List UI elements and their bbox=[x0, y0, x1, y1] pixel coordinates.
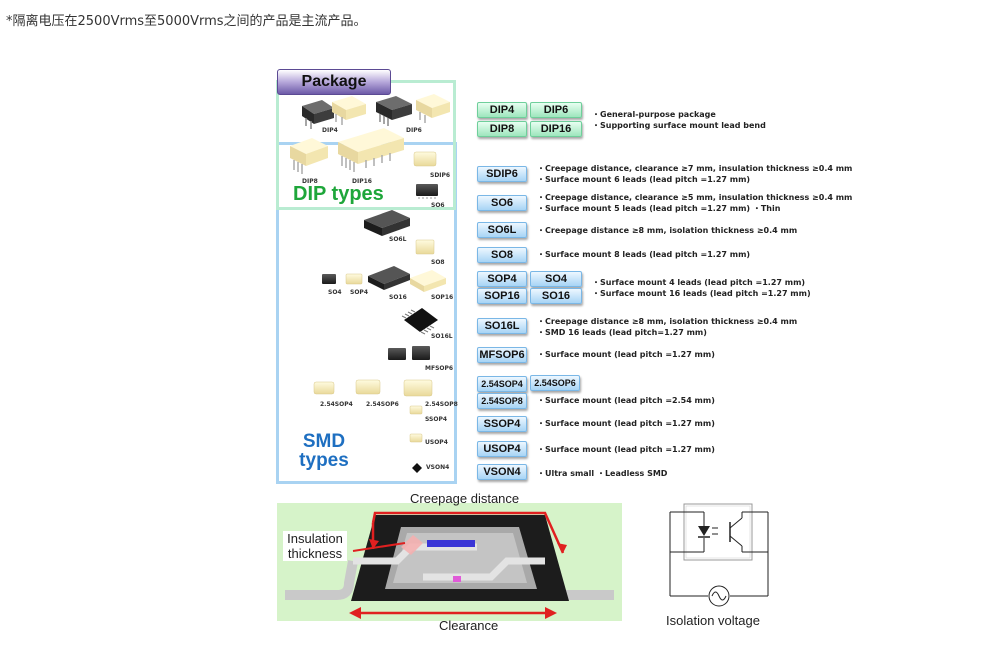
mfsop6-button: MFSOP6 bbox=[477, 347, 527, 363]
chip-illustrations bbox=[290, 94, 450, 473]
254sop4-chip bbox=[313, 381, 335, 395]
sdip6-chip bbox=[413, 151, 437, 167]
so8-label: SO8 bbox=[431, 259, 445, 266]
so6l-desc-1: ・Creepage distance ≥8 mm, isolation thic… bbox=[537, 226, 798, 235]
mfsop6-chip bbox=[388, 346, 430, 360]
creepage-label: Creepage distance bbox=[410, 491, 520, 506]
dip4-cream-chip bbox=[332, 96, 366, 125]
dip16-button: DIP16 bbox=[530, 121, 582, 137]
clearance-label: Clearance bbox=[439, 618, 499, 633]
mfsop6-label: MFSOP6 bbox=[425, 365, 454, 372]
isolation-voltage-label: Isolation voltage bbox=[666, 613, 760, 628]
sop4-chip bbox=[345, 273, 363, 285]
254sop6-chip bbox=[355, 379, 381, 395]
sdip6-desc-1: ・Creepage distance, clearance ≥7 mm, ins… bbox=[537, 164, 853, 173]
254sop6-button: 2.54SOP6 bbox=[530, 375, 580, 391]
so4-button: SO4 bbox=[530, 271, 582, 287]
vson4-button: VSON4 bbox=[477, 464, 527, 480]
sdip6-label: SDIP6 bbox=[430, 172, 451, 179]
isolation-circuit bbox=[669, 503, 769, 607]
so8-button: SO8 bbox=[477, 247, 527, 263]
254sop8-label: 2.54SOP8 bbox=[425, 401, 458, 408]
dip4-chip bbox=[302, 100, 334, 129]
dip16-label: DIP16 bbox=[352, 178, 372, 185]
so16l-label: SO16L bbox=[431, 333, 453, 340]
254sop4-label: 2.54SOP4 bbox=[320, 401, 353, 408]
ssop4-desc-1: ・Surface mount (lead pitch =1.27 mm) bbox=[537, 419, 715, 428]
dip6-label: DIP6 bbox=[406, 127, 422, 134]
so6-button: SO6 bbox=[477, 195, 527, 211]
ssop4-label: SSOP4 bbox=[425, 416, 448, 423]
usop4-button: USOP4 bbox=[477, 441, 527, 457]
vson4-label: VSON4 bbox=[426, 464, 450, 471]
so16l-desc-2: ・SMD 16 leads (lead pitch=1.27 mm) bbox=[537, 328, 707, 337]
so6l-label: SO6L bbox=[389, 236, 407, 243]
usop4-label: USOP4 bbox=[425, 439, 448, 446]
sdip6-button: SDIP6 bbox=[477, 166, 527, 182]
so6-desc-1: ・Creepage distance, clearance ≥5 mm, ins… bbox=[537, 193, 853, 202]
254sop4-button: 2.54SOP4 bbox=[477, 376, 527, 392]
so6-label: SO6 bbox=[431, 202, 445, 209]
sop16-button: SOP16 bbox=[477, 288, 527, 304]
dip16-chip bbox=[338, 128, 404, 172]
sop-desc-1: ・Surface mount 4 leads (lead pitch =1.27… bbox=[592, 278, 806, 287]
sop4-label: SOP4 bbox=[350, 289, 368, 296]
so4-chip bbox=[322, 274, 336, 284]
ssop4-chip bbox=[409, 405, 423, 415]
so16-button: SO16 bbox=[530, 288, 582, 304]
usop4-chip bbox=[409, 433, 423, 443]
sop4-button: SOP4 bbox=[477, 271, 527, 287]
dip8-chip bbox=[290, 138, 328, 174]
254sop8-chip bbox=[403, 379, 433, 397]
top-note: *隔离电压在2500Vrms至5000Vrms之间的产品是主流产品。 bbox=[6, 14, 367, 29]
254sop-desc-1: ・Surface mount (lead pitch =2.54 mm) bbox=[537, 396, 715, 405]
dip-desc-1: ・General-purpose package bbox=[592, 110, 716, 119]
dip-types-title: DIP types bbox=[293, 183, 384, 205]
dip8-label: DIP8 bbox=[302, 178, 318, 185]
dip4-label: DIP4 bbox=[322, 127, 338, 134]
smd-types-title: SMD types bbox=[299, 431, 349, 471]
dip6-cream-chip bbox=[416, 94, 450, 123]
vson4-desc-1: ・Ultra small ・Leadless SMD bbox=[537, 469, 668, 478]
so6-chip bbox=[416, 184, 438, 199]
so8-chip bbox=[415, 239, 435, 255]
sop-desc-2: ・Surface mount 16 leads (lead pitch =1.2… bbox=[592, 289, 811, 298]
sop16-chip bbox=[410, 270, 446, 292]
usop4-desc-1: ・Surface mount (lead pitch =1.27 mm) bbox=[537, 445, 715, 454]
creepage-cross-section bbox=[277, 503, 622, 621]
so16l-chip bbox=[401, 308, 438, 335]
ssop4-button: SSOP4 bbox=[477, 416, 527, 432]
dip6-chip bbox=[376, 96, 412, 126]
so16l-desc-1: ・Creepage distance ≥8 mm, isolation thic… bbox=[537, 317, 798, 326]
so6-desc-2: ・Surface mount 5 leads (lead pitch =1.27… bbox=[537, 204, 781, 213]
dip8-button: DIP8 bbox=[477, 121, 527, 137]
so16l-button: SO16L bbox=[477, 318, 527, 334]
so16-label: SO16 bbox=[389, 294, 407, 301]
vson4-chip bbox=[412, 463, 422, 473]
so8-desc-1: ・Surface mount 8 leads (lead pitch =1.27… bbox=[537, 250, 751, 259]
package-header: Package bbox=[277, 69, 391, 95]
254sop8-button: 2.54SOP8 bbox=[477, 393, 527, 409]
dip6-button: DIP6 bbox=[530, 102, 582, 118]
dip4-button: DIP4 bbox=[477, 102, 527, 118]
sdip6-desc-2: ・Surface mount 6 leads (lead pitch =1.27… bbox=[537, 175, 751, 184]
so6l-chip bbox=[364, 210, 410, 236]
so4-label: SO4 bbox=[328, 289, 342, 296]
dip-desc-2: ・Supporting surface mount lead bend bbox=[592, 121, 766, 130]
so6l-button: SO6L bbox=[477, 222, 527, 238]
sop16-label: SOP16 bbox=[431, 294, 454, 301]
insulation-label: Insulation thickness bbox=[283, 531, 347, 561]
so16-chip bbox=[368, 266, 410, 290]
254sop6-label: 2.54SOP6 bbox=[366, 401, 399, 408]
mfsop6-desc-1: ・Surface mount (lead pitch =1.27 mm) bbox=[537, 350, 715, 359]
